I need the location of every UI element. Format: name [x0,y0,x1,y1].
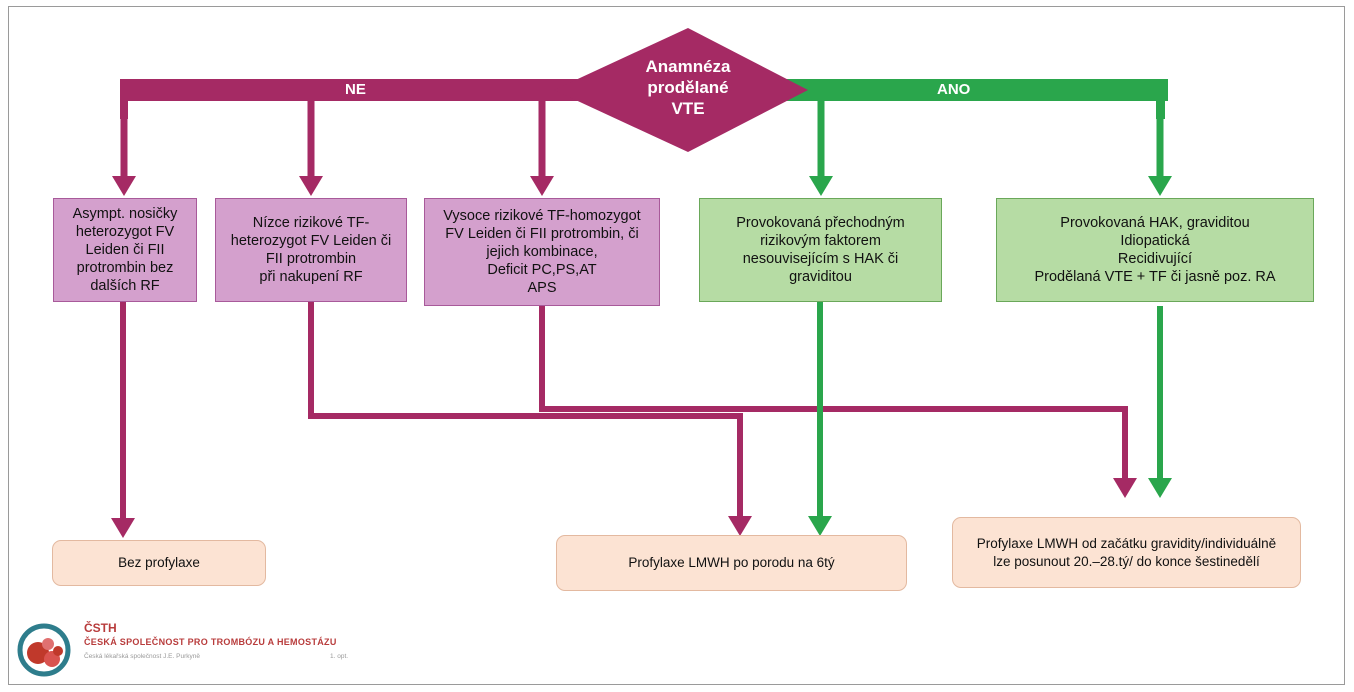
ne-arrows [112,100,554,196]
condition-box-asymptomatic: Asympt. nosičky heterozygot FV Leiden či… [53,198,197,302]
ano-bar-right-drop [1156,79,1165,119]
outcome-no-prophylaxis: Bez profylaxe [52,540,266,586]
logo-name: ČESKÁ SPOLEČNOST PRO TROMBÓZU A HEMOSTÁZ… [84,637,337,647]
condition-box-high-risk: Vysoce rizikové TF-homozygot FV Leiden č… [424,198,660,306]
ne-outcome-arrows [120,302,1128,520]
condition-text: Asympt. nosičky heterozygot FV Leiden či… [72,206,178,294]
figure-frame [8,6,1345,685]
condition-text: Vysoce rizikové TF-homozygot FV Leiden č… [443,208,641,296]
ne-bar-left-drop [120,79,128,119]
condition-text: Provokovaná přechodným rizikovým faktore… [736,215,905,285]
decision-text: Anamnéza prodělané VTE [645,57,731,118]
ne-branch-label: NE [345,81,366,98]
ano-branch-bar [782,79,1168,101]
ano-branch-label: ANO [937,81,971,98]
condition-box-low-risk: Nízce rizikové TF- heterozygot FV Leiden… [215,198,407,302]
outcome-text: Bez profylaxe [118,555,200,570]
ne-branch-bar [120,79,590,101]
outcome-postpartum-prophylaxis: Profylaxe LMWH po porodu na 6tý [556,535,907,591]
ano-outcome-heads [808,478,1172,536]
outcome-text: Profylaxe LMWH od začátku gravidity/indi… [976,535,1277,569]
csth-logo-emblem [17,623,71,677]
outcome-text: Profylaxe LMWH po porodu na 6tý [628,555,835,570]
decision-diamond [554,28,808,152]
condition-box-provoked-transient: Provokovaná přechodným rizikovým faktore… [699,198,942,302]
logo-subtitle: Česká lékařská společnost J.E. Purkyně [84,653,200,660]
logo-abbr: ČSTH [84,621,117,635]
condition-text: Nízce rizikové TF- heterozygot FV Leiden… [230,215,392,285]
ne-outcome-heads [111,478,1137,538]
ano-outcome-arrows [817,302,1163,518]
outcome-full-prophylaxis: Profylaxe LMWH od začátku gravidity/indi… [952,517,1301,588]
ano-arrows [809,100,1172,196]
condition-box-provoked-hak: Provokovaná HAK, graviditou Idiopatická … [996,198,1314,302]
logo-tag: 1. opt. [330,653,349,660]
condition-text: Provokovaná HAK, graviditou Idiopatická … [1034,215,1276,285]
csth-logo: ČSTH ČESKÁ SPOLEČNOST PRO TROMBÓZU A HEM… [14,617,374,683]
